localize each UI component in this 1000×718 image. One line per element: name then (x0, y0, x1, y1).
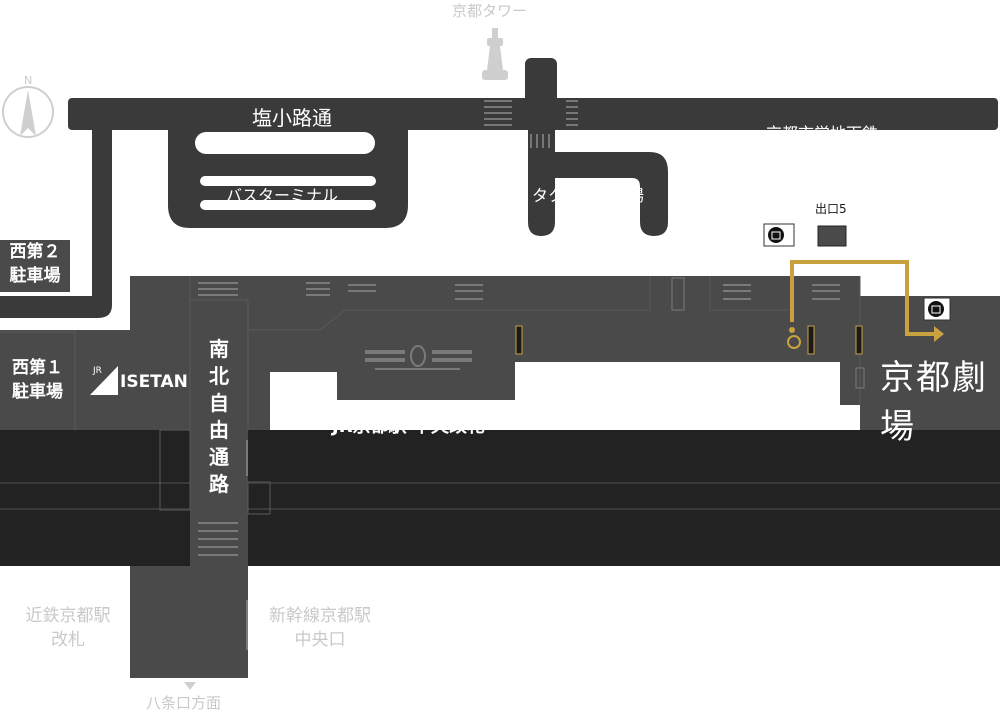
subway-label: 京都市営地下鉄 (766, 120, 878, 130)
west2-parking: 西第２ 駐車場 (0, 240, 70, 292)
south-north-passage-label: 南 北 自 由 通 路 (209, 337, 229, 496)
taxi-stand-block (528, 120, 668, 236)
station-building (75, 276, 1000, 566)
kyoto-theatre-label: 京都劇場 (880, 358, 988, 447)
north-spur (525, 58, 557, 130)
west-road (0, 120, 112, 318)
kyoto-tower-icon (482, 28, 508, 80)
west1-parking: 西第１ 駐車場 (12, 358, 63, 402)
tracks-area (0, 430, 1000, 566)
wheelchair-icon (787, 327, 801, 349)
compass-north-label: N (24, 74, 33, 87)
bus-terminal-label: バスターミナル (226, 186, 339, 205)
isetan-label: ISETAN (120, 372, 188, 392)
exit5-label: 出口5 (815, 202, 847, 216)
route-line (790, 260, 934, 336)
hachijo-direction-label: 八条口方面 (146, 694, 222, 712)
kintetsu-gate-label: 近鉄京都駅 改札 (25, 606, 111, 650)
elevator-icon (923, 297, 951, 321)
jr-central-gate-label: JR京都駅 中央改札 (332, 416, 485, 437)
elevator-icon (763, 223, 795, 247)
compass-icon (2, 86, 54, 138)
isetan-jr-label: JR (93, 366, 102, 376)
shiokoji-dori-label: 塩小路通 (252, 106, 332, 130)
hachijo-passage (130, 566, 248, 678)
shinkansen-exit-label: 新幹線京都駅 中央口 (269, 606, 371, 650)
taxi-stand-label: タクシー乗り場 (532, 186, 645, 205)
kyoto-tower-label: 京都タワー (452, 2, 528, 20)
